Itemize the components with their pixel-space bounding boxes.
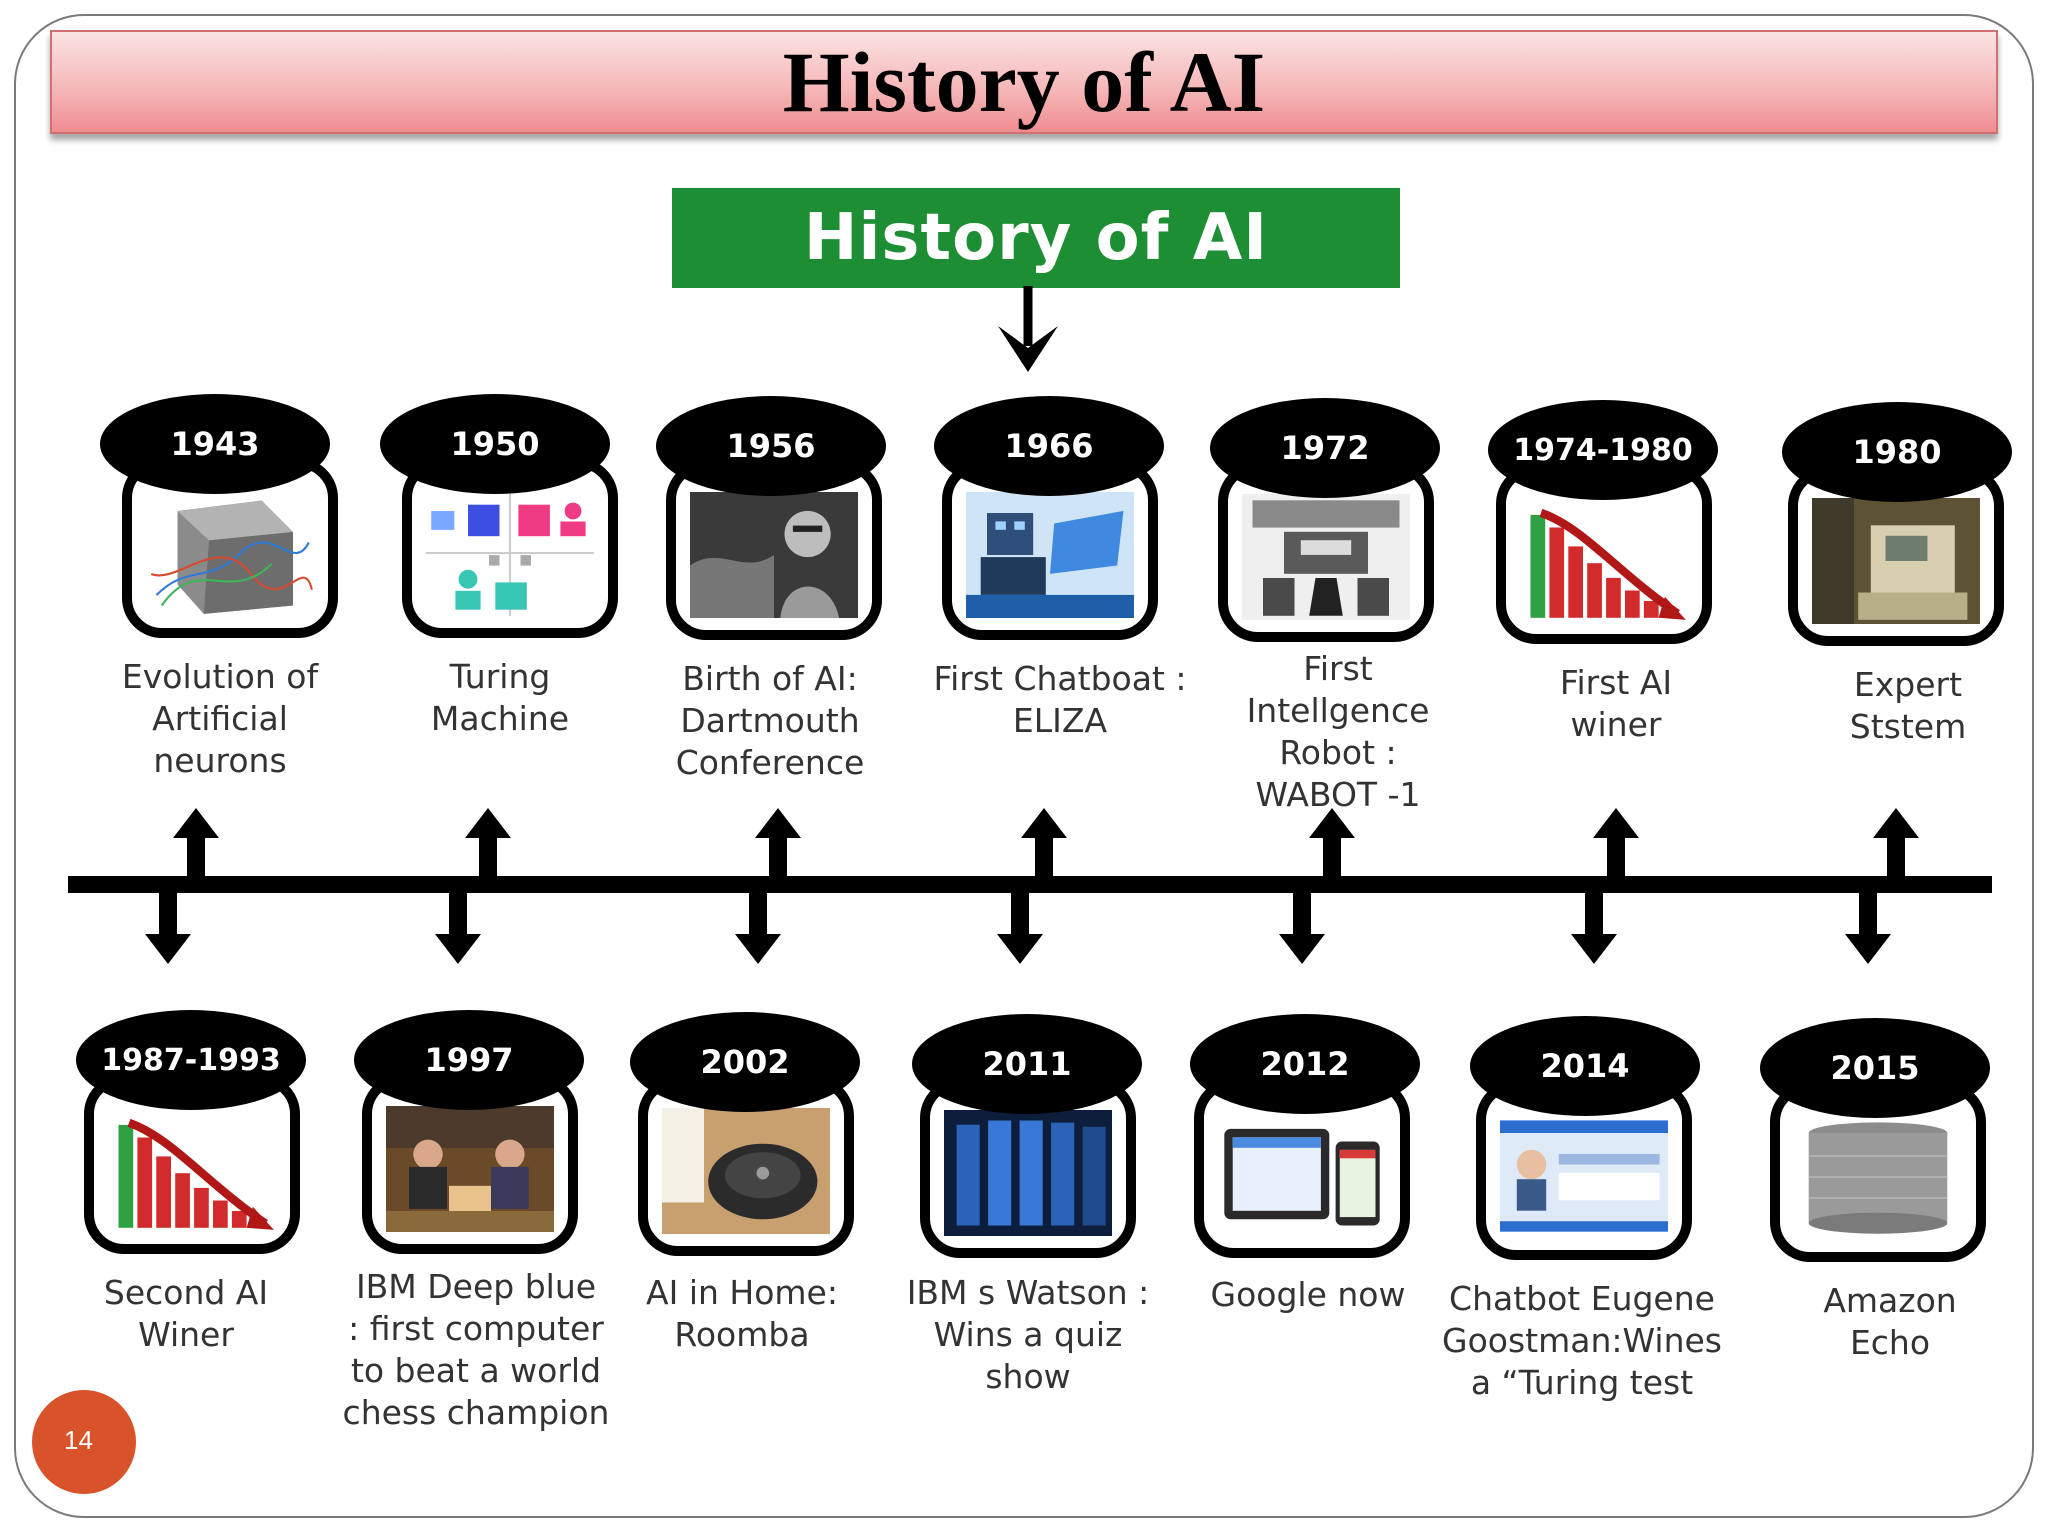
event-label: First Chatboat : ELIZA bbox=[933, 659, 1187, 740]
year-pill: 1987-1993 bbox=[76, 1010, 306, 1110]
banner-text: History of AI bbox=[803, 201, 1269, 275]
event-label: Google now bbox=[1210, 1275, 1406, 1314]
year-pill: 1997 bbox=[354, 1010, 584, 1110]
timeline-up-arrow-icon bbox=[1873, 808, 1919, 888]
timeline-down-arrow-icon bbox=[997, 884, 1043, 964]
timeline-up-arrow-icon bbox=[465, 808, 511, 888]
year-pill: 1950 bbox=[380, 394, 610, 494]
timeline-down-arrow-icon bbox=[735, 884, 781, 964]
page-number: 14 bbox=[64, 1425, 93, 1455]
year-pill: 2011 bbox=[912, 1014, 1142, 1114]
declining-chart-icon bbox=[108, 1106, 276, 1232]
slide-title: History of AI bbox=[782, 34, 1266, 130]
devices-icon bbox=[1218, 1110, 1386, 1236]
event-label: First Intellgence Robot : WABOT -1 bbox=[1246, 649, 1430, 814]
year-pill: 1966 bbox=[934, 396, 1164, 496]
server-rack-icon bbox=[944, 1110, 1112, 1236]
year-pill: 1943 bbox=[100, 394, 330, 494]
event-label: Second AI Winer bbox=[103, 1273, 269, 1354]
timeline-up-arrow-icon bbox=[173, 808, 219, 888]
year-pill: 2015 bbox=[1760, 1018, 1990, 1118]
computer-terminal-icon bbox=[1812, 498, 1980, 624]
turing-diagram-icon bbox=[426, 490, 594, 616]
event-label: Turing Machine bbox=[430, 657, 570, 738]
year-pill: 1980 bbox=[1782, 402, 2012, 502]
declining-chart-icon bbox=[1520, 496, 1688, 622]
image-frame bbox=[84, 1074, 300, 1254]
event-label: Birth of AI: Dartmouth Conference bbox=[675, 659, 865, 782]
roomba-icon bbox=[662, 1108, 830, 1234]
image-frame bbox=[666, 460, 882, 640]
timeline-down-arrow-icon bbox=[1279, 884, 1325, 964]
year-pill: 2012 bbox=[1190, 1014, 1420, 1114]
year-pill: 1972 bbox=[1210, 398, 1440, 498]
portrait-photo-icon bbox=[690, 492, 858, 618]
event-label: First AI winer bbox=[1559, 663, 1673, 744]
timeline-up-arrow-icon bbox=[1309, 808, 1355, 888]
event-label: AI in Home: Roomba bbox=[646, 1273, 838, 1354]
year-pill: 1974-1980 bbox=[1488, 400, 1718, 500]
neural-cube-icon bbox=[150, 500, 313, 614]
chess-match-photo-icon bbox=[386, 1106, 554, 1232]
event-label: Amazon Echo bbox=[1823, 1281, 1957, 1362]
image-frame bbox=[920, 1078, 1136, 1258]
timeline-down-arrow-icon bbox=[1845, 884, 1891, 964]
smart-speaker-icon bbox=[1794, 1114, 1962, 1240]
title-bar: History of AI bbox=[50, 30, 1998, 134]
year-pill: 2002 bbox=[630, 1012, 860, 1112]
timeline-line bbox=[68, 876, 1992, 893]
event-label: IBM s Watson : Wins a quiz show bbox=[906, 1273, 1150, 1396]
history-banner: History of AI bbox=[672, 188, 1400, 288]
event-label: IBM Deep blue : first computer to beat a… bbox=[342, 1267, 610, 1432]
year-pill: 2014 bbox=[1470, 1016, 1700, 1116]
image-frame bbox=[122, 458, 338, 638]
timeline-up-arrow-icon bbox=[755, 808, 801, 888]
banner-arrow-icon bbox=[998, 286, 1058, 372]
timeline-up-arrow-icon bbox=[1021, 808, 1067, 888]
robot-computer-icon bbox=[966, 492, 1134, 618]
event-label: Expert Ststem bbox=[1849, 665, 1967, 746]
image-frame bbox=[362, 1074, 578, 1254]
timeline-down-arrow-icon bbox=[1571, 884, 1617, 964]
page-number-badge bbox=[32, 1390, 136, 1494]
robot-sketch-icon bbox=[1242, 494, 1410, 620]
chatbot-screen-icon bbox=[1500, 1112, 1668, 1238]
timeline-up-arrow-icon bbox=[1593, 808, 1639, 888]
timeline-down-arrow-icon bbox=[145, 884, 191, 964]
timeline-down-arrow-icon bbox=[435, 884, 481, 964]
event-label: Chatbot Eugene Goostman:Wines a “Turing … bbox=[1442, 1279, 1722, 1402]
event-label: Evolution of Artificial neurons bbox=[121, 657, 319, 780]
year-pill: 1956 bbox=[656, 396, 886, 496]
